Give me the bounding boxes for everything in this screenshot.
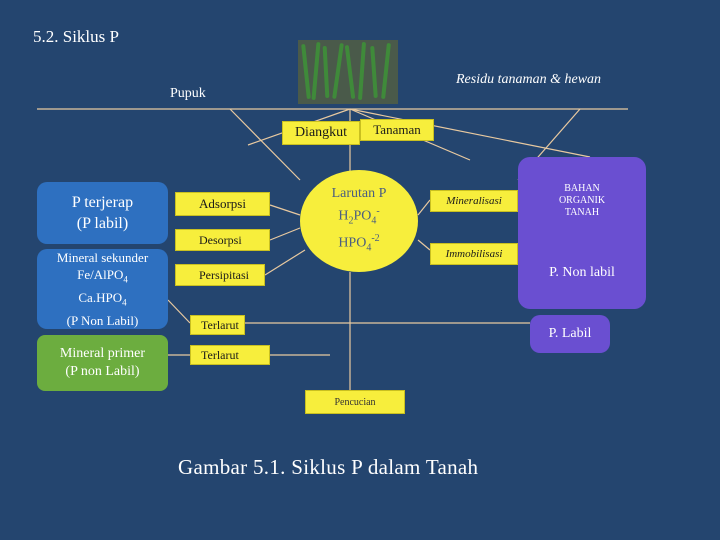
residu-label: Residu tanaman & hewan [456,72,602,87]
pupuk-label: Pupuk [170,86,206,101]
p-terjerap-box: P terjerap (P labil) [37,182,168,244]
larutan-line1: Larutan P [331,185,387,201]
mineral-primer-box: Mineral primer (P non Labil) [37,335,168,391]
p-terjerap-line1: P terjerap [71,194,134,211]
terlarut-box-2: Terlarut [190,345,270,365]
mineral-primer-line1: Mineral primer [59,346,146,361]
page-title: 5.2. Siklus P [33,27,119,46]
larutan-h2po4: H2PO4- [338,205,380,226]
terlarut-box-1: Terlarut [190,315,245,335]
persipitasi-box: Persipitasi [175,264,265,286]
diangkut-box: Diangkut [282,121,360,145]
figure-caption: Gambar 5.1. Siklus P dalam Tanah [178,455,479,479]
p-labil-box: P. Labil [530,315,610,353]
plant-photo [298,40,398,104]
larutan-p-node: Larutan P H2PO4- HPO4-2 [300,170,418,272]
mineral-sekunder-line4: (P Non Labil) [66,312,139,328]
desorpsi-box: Desorpsi [175,229,270,251]
mineral-primer-line2: (P non Labil) [65,364,140,379]
mineral-sekunder-line2: Fe/AlPO4 [77,267,128,285]
mineralisasi-box: Mineralisasi [430,190,518,212]
adsorpsi-box: Adsorpsi [175,192,270,216]
pencucian-box: Pencucian [305,390,405,414]
tanaman-box: Tanaman [360,119,434,141]
p-terjerap-line2: (P labil) [76,215,129,232]
p-non-labil-label: P. Non labil [549,265,615,280]
bahan-organik-box: BAHAN ORGANIK TANAH P. Non labil [518,157,646,309]
mineral-sekunder-line3: Ca.HPO4 [78,290,127,308]
bahan-organik-label: BAHAN ORGANIK TANAH [558,183,606,218]
mineral-sekunder-line1: Mineral sekunder [56,250,149,266]
larutan-hpo4: HPO4-2 [338,233,380,254]
immobilisasi-box: Immobilisasi [430,243,518,265]
mineral-sekunder-box: Mineral sekunder Fe/AlPO4 Ca.HPO4 (P Non… [37,249,168,329]
